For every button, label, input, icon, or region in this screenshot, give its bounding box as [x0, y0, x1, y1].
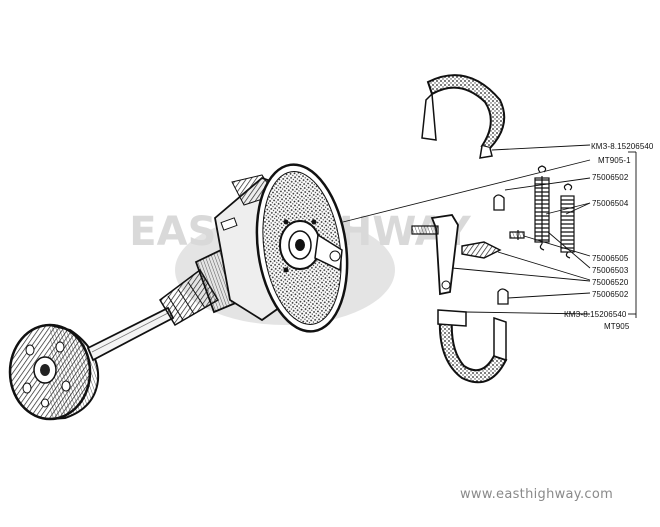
part-label-75006520: 75006520 — [592, 278, 629, 287]
pin-icon — [493, 194, 525, 305]
part-label-mt905-1: MT905-1 — [598, 156, 631, 165]
part-label-75006504: 75006504 — [592, 199, 629, 208]
return-spring-icon — [534, 165, 550, 251]
part-label-mt905: MT905 — [604, 322, 630, 331]
return-spring-icon — [560, 183, 575, 259]
part-label-km3-upper: КМЗ-8.15206540 — [591, 142, 654, 151]
brake-drum-icon — [8, 323, 100, 421]
brake-cam-lever-icon — [411, 214, 459, 296]
part-label-75006502-upper: 75006502 — [592, 173, 629, 182]
brake-shoe-lower-icon — [437, 309, 508, 384]
part-label-75006502-lower: 75006502 — [592, 290, 629, 299]
watermark-url: www.easthighway.com — [460, 487, 614, 502]
brake-shoe-upper-icon — [421, 74, 506, 159]
part-label-75006503: 75006503 — [592, 266, 629, 275]
brake-backing-plate-icon — [255, 163, 349, 333]
axle-shaft-icon — [86, 268, 220, 362]
part-label-75006505: 75006505 — [592, 254, 629, 263]
adjuster-screw-icon — [461, 241, 502, 259]
leader-lines — [342, 144, 637, 318]
part-label-km3-lower: КМЗ-8.15206540 — [564, 310, 627, 319]
